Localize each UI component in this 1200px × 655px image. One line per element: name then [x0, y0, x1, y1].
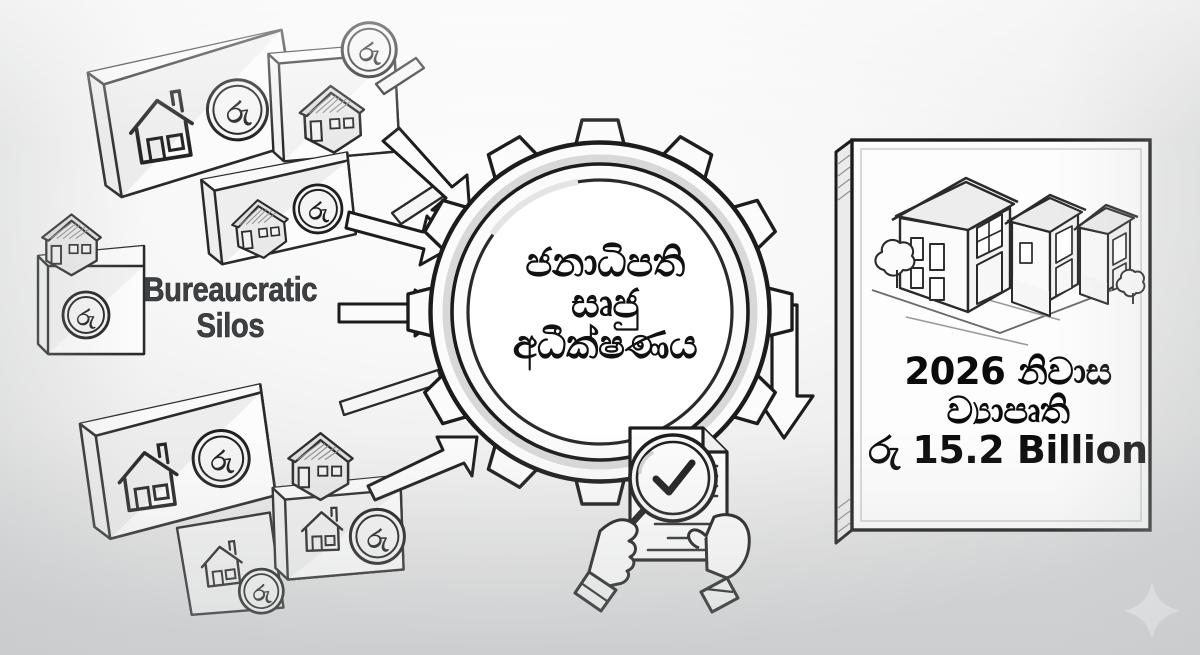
sparkle-icon [1124, 583, 1180, 639]
